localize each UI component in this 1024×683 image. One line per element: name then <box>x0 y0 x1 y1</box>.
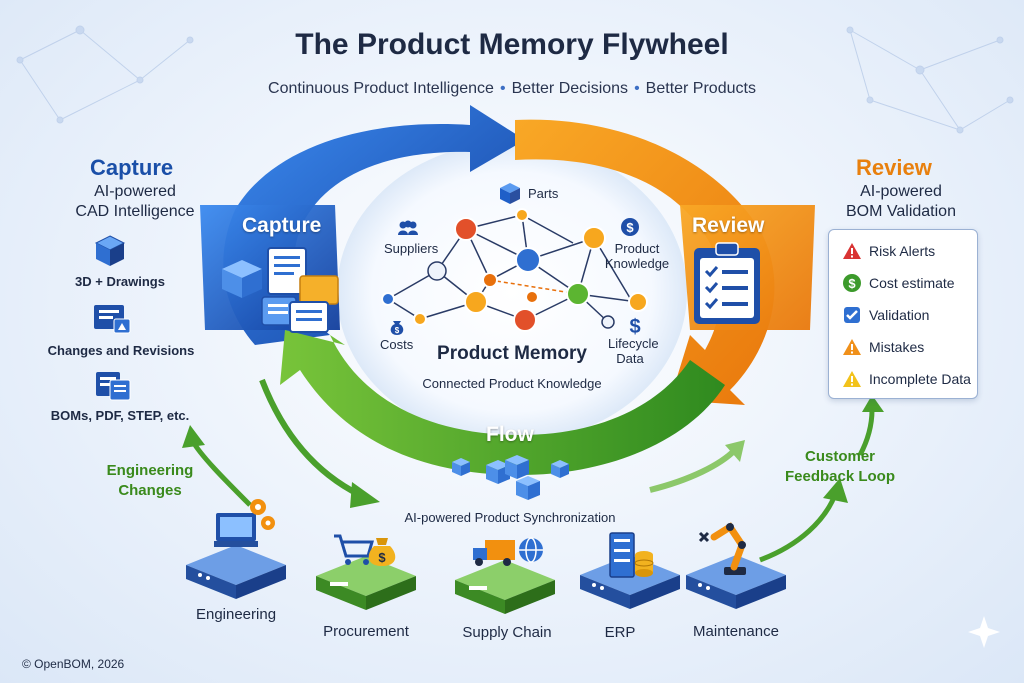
base-engineering <box>186 499 286 599</box>
capture-subheading-line-2: CAD Intelligence <box>75 203 195 220</box>
review-checklist-box: Risk Alerts $ Cost estimate Validation M… <box>828 229 978 399</box>
node-label-product-line-2: Knowledge <box>604 256 670 271</box>
page-title: The Product Memory Flywheel <box>295 28 729 61</box>
review-arc-label: Review <box>692 214 765 237</box>
svg-text:$: $ <box>395 326 400 335</box>
subtitle-separator: • <box>634 80 640 97</box>
review-item-label: Incomplete Data <box>869 371 971 387</box>
warning-icon <box>841 369 863 389</box>
changes-revisions-document-icon <box>94 305 131 334</box>
capture-subheading-line-1: AI-powered <box>94 183 176 200</box>
capture-item-3d-drawings: 3D + Drawings <box>75 274 165 289</box>
network-nodes <box>381 208 648 332</box>
customer-feedback-arrow <box>759 494 838 563</box>
review-heading: Review <box>856 155 932 180</box>
page-subtitle: Continuous Product Intelligence • Better D… <box>0 80 1024 98</box>
review-item-label: Mistakes <box>869 339 925 355</box>
sparkle-icon <box>968 616 1000 648</box>
capture-arc <box>223 105 526 345</box>
center-disc <box>337 142 687 442</box>
product-knowledge-dollar-icon: $ <box>621 218 639 236</box>
capture-subheading: AI-powered CAD Intelligence <box>60 182 210 222</box>
svg-text:$: $ <box>848 276 856 291</box>
outer-loop-right <box>649 447 738 493</box>
node-label-product-line-1: Product <box>614 241 660 256</box>
base-label-erp: ERP <box>604 624 636 641</box>
node-label-suppliers: Suppliers <box>384 241 439 256</box>
review-subheading-line-1: AI-powered <box>860 183 942 200</box>
flow-arc-label: Flow <box>486 423 534 446</box>
review-item-cost-estimate: $ Cost estimate <box>841 272 955 294</box>
engineering-changes-label: Engineering Changes <box>80 461 220 501</box>
review-feedback-arrow <box>857 409 875 457</box>
review-item-label: Cost estimate <box>869 275 955 291</box>
lifecycle-dollar-icon: $ <box>629 316 640 338</box>
capture-heading: Capture <box>90 155 174 180</box>
node-label-lifecycle-line-2: Data <box>616 351 644 366</box>
checkbox-icon <box>841 305 863 325</box>
flow-arc <box>280 330 725 475</box>
review-item-label: Validation <box>869 307 930 323</box>
capture-item-boms: BOMs, PDF, STEP, etc. <box>50 408 190 423</box>
engineering-changes-line-2: Changes <box>118 482 182 499</box>
copyright-text: © OpenBOM, 2026 <box>22 657 125 671</box>
sync-label: AI-powered Product Synchronization <box>404 510 616 525</box>
background-network <box>16 25 1014 134</box>
subtitle-part-1: Continuous Product Intelligence <box>268 80 494 97</box>
node-label-lifecycle-line-1: Lifecycle <box>608 336 659 351</box>
svg-text:$: $ <box>378 550 386 565</box>
review-item-label: Risk Alerts <box>869 243 936 259</box>
capture-arc-label: Capture <box>242 214 322 237</box>
product-memory-subtitle: Connected Product Knowledge <box>422 376 602 391</box>
review-item-mistakes: Mistakes <box>841 336 924 358</box>
review-item-validation: Validation <box>841 304 929 326</box>
review-subheading: AI-powered BOM Validation <box>826 182 976 222</box>
flow-cubes <box>452 455 569 500</box>
capture-item-changes: Changes and Revisions <box>47 343 195 358</box>
review-item-risk-alerts: Risk Alerts <box>841 240 935 262</box>
node-label-parts: Parts <box>528 186 559 201</box>
outer-loop-left <box>259 378 362 498</box>
review-item-incomplete-data: Incomplete Data <box>841 368 971 390</box>
svg-text:$: $ <box>629 316 640 338</box>
base-procurement: $ <box>316 534 416 610</box>
base-label-procurement: Procurement <box>323 623 409 640</box>
base-maintenance <box>686 522 786 609</box>
capture-documents-illustration <box>222 247 339 333</box>
base-supply-chain <box>455 537 555 614</box>
alert-icon <box>841 241 863 261</box>
customer-feedback-label: Customer Feedback Loop <box>770 447 910 487</box>
subtitle-part-3: Better Products <box>645 80 756 97</box>
customer-feedback-line-2: Feedback Loop <box>784 468 896 485</box>
review-subheading-line-2: BOM Validation <box>846 203 956 220</box>
product-memory-title: Product Memory <box>437 343 587 364</box>
base-label-engineering: Engineering <box>195 606 277 623</box>
base-label-maintenance: Maintenance <box>693 623 779 640</box>
node-label-costs: Costs <box>380 337 414 352</box>
base-erp <box>580 532 680 609</box>
subtitle-part-2: Better Decisions <box>511 80 629 97</box>
node-label-product-knowledge: Product Knowledge <box>604 241 670 271</box>
costs-moneybag-icon: $ <box>390 321 404 335</box>
parts-cube-icon <box>500 183 520 204</box>
svg-text:$: $ <box>626 220 634 235</box>
engineering-changes-line-1: Engineering <box>106 462 194 479</box>
base-label-supply-chain: Supply Chain <box>462 624 552 641</box>
customer-feedback-line-1: Customer <box>804 448 875 465</box>
warning-icon <box>841 337 863 357</box>
boms-files-icon <box>96 372 131 401</box>
subtitle-separator: • <box>499 80 506 97</box>
review-clipboard-icon <box>694 242 760 324</box>
review-arc <box>515 119 775 405</box>
dollar-icon: $ <box>841 273 863 293</box>
suppliers-people-icon <box>398 220 418 235</box>
node-label-lifecycle: Lifecycle Data <box>608 336 659 366</box>
3d-drawings-cube-icon <box>94 235 126 266</box>
